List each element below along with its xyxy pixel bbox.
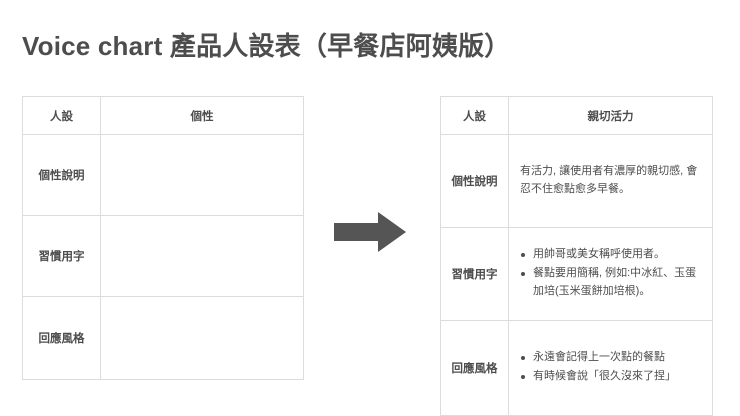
row-value-response-style[interactable]: 永遠會記得上一次點的餐點 有時候會說「很久沒來了捏」 bbox=[508, 320, 713, 416]
right-arrow-icon bbox=[334, 212, 406, 252]
page-title: Voice chart 產品人設表（早餐店阿姨版） bbox=[22, 31, 511, 61]
row-value-response-style[interactable] bbox=[100, 296, 304, 380]
row-label-personality-desc: 個性說明 bbox=[440, 134, 509, 228]
header-cell-persona: 人設 bbox=[22, 96, 101, 135]
header-cell-persona: 人設 bbox=[440, 96, 509, 135]
table-row: 個性說明 有活力, 讓使用者有濃厚的親切感, 會忍不住愈點愈多早餐。 bbox=[440, 134, 713, 228]
response-style-bullet-list: 永遠會記得上一次點的餐點 有時候會說「很久沒來了捏」 bbox=[520, 349, 703, 386]
list-item: 永遠會記得上一次點的餐點 bbox=[520, 349, 703, 367]
row-value-common-words[interactable] bbox=[100, 215, 304, 297]
row-label-response-style: 回應風格 bbox=[440, 320, 509, 416]
table-row: 個性說明 bbox=[22, 134, 304, 216]
persona-table-blank: 人設 個性 個性說明 習慣用字 回應風格 bbox=[22, 96, 304, 380]
row-label-personality-desc: 個性說明 bbox=[22, 134, 101, 216]
row-label-common-words: 習慣用字 bbox=[22, 215, 101, 297]
personality-desc-text: 有活力, 讓使用者有濃厚的親切感, 會忍不住愈點愈多早餐。 bbox=[520, 165, 698, 195]
table-row: 習慣用字 bbox=[22, 215, 304, 297]
table-header-row: 人設 個性 bbox=[22, 96, 304, 135]
row-value-common-words[interactable]: 用帥哥或美女稱呼使用者。 餐點要用簡稱, 例如:中冰紅、玉蛋加培(玉米蛋餅加培根… bbox=[508, 227, 713, 321]
header-cell-trait: 個性 bbox=[100, 96, 304, 135]
list-item: 有時候會說「很久沒來了捏」 bbox=[520, 368, 703, 386]
table-header-row: 人設 親切活力 bbox=[440, 96, 713, 135]
row-label-common-words: 習慣用字 bbox=[440, 227, 509, 321]
table-row: 回應風格 永遠會記得上一次點的餐點 有時候會說「很久沒來了捏」 bbox=[440, 320, 713, 416]
table-row: 回應風格 bbox=[22, 296, 304, 380]
persona-table-filled: 人設 親切活力 個性說明 有活力, 讓使用者有濃厚的親切感, 會忍不住愈點愈多早… bbox=[440, 96, 713, 416]
table-row: 習慣用字 用帥哥或美女稱呼使用者。 餐點要用簡稱, 例如:中冰紅、玉蛋加培(玉米… bbox=[440, 227, 713, 321]
row-label-response-style: 回應風格 bbox=[22, 296, 101, 380]
list-item: 用帥哥或美女稱呼使用者。 bbox=[520, 246, 703, 264]
common-words-bullet-list: 用帥哥或美女稱呼使用者。 餐點要用簡稱, 例如:中冰紅、玉蛋加培(玉米蛋餅加培根… bbox=[520, 246, 703, 300]
header-cell-persona-name: 親切活力 bbox=[508, 96, 713, 135]
list-item: 餐點要用簡稱, 例如:中冰紅、玉蛋加培(玉米蛋餅加培根)。 bbox=[520, 265, 703, 301]
row-value-personality-desc[interactable] bbox=[100, 134, 304, 216]
row-value-personality-desc[interactable]: 有活力, 讓使用者有濃厚的親切感, 會忍不住愈點愈多早餐。 bbox=[508, 134, 713, 228]
